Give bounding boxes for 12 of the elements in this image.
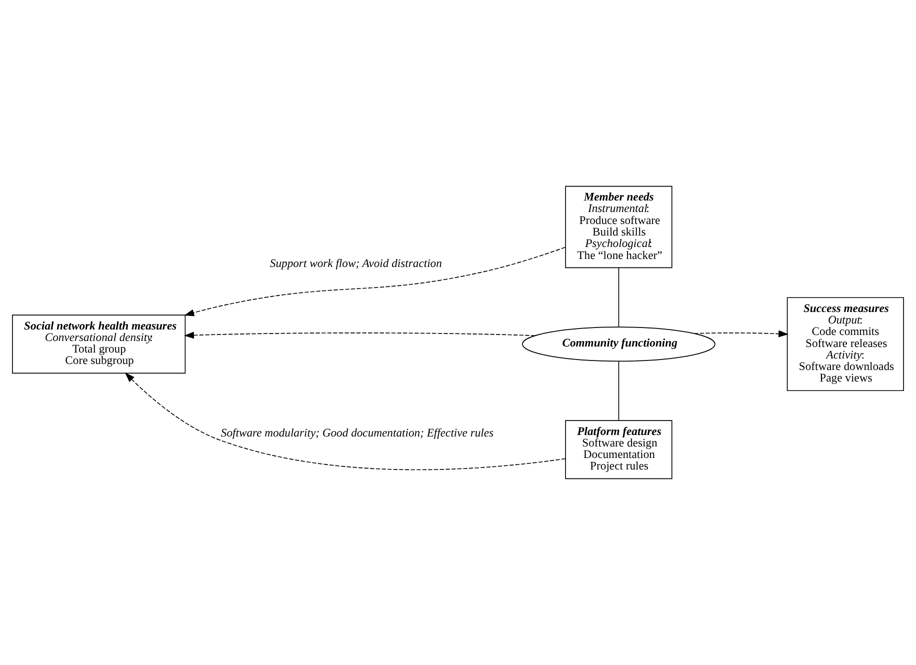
node-box: Success measures Output: Code commits Software releases Activity: Software downloads Page views bbox=[786, 297, 904, 392]
edge-label: Support work flow; Avoid distraction bbox=[270, 257, 442, 270]
connector bbox=[618, 360, 620, 421]
arrow bbox=[124, 372, 566, 470]
arrow bbox=[184, 332, 536, 339]
arrow bbox=[694, 330, 789, 338]
node-box: Platform features Software design Documentation Project rules bbox=[565, 420, 672, 480]
edge-label: Software modularity; Good documentation; Effective rules bbox=[220, 426, 494, 440]
arrow bbox=[184, 246, 566, 316]
connector bbox=[618, 268, 620, 328]
node-box: Member needs Instrumental: Produce software Build skills Psychological: The “lone hacker” bbox=[565, 186, 672, 268]
node-ellipse: Community functioning bbox=[522, 326, 716, 362]
